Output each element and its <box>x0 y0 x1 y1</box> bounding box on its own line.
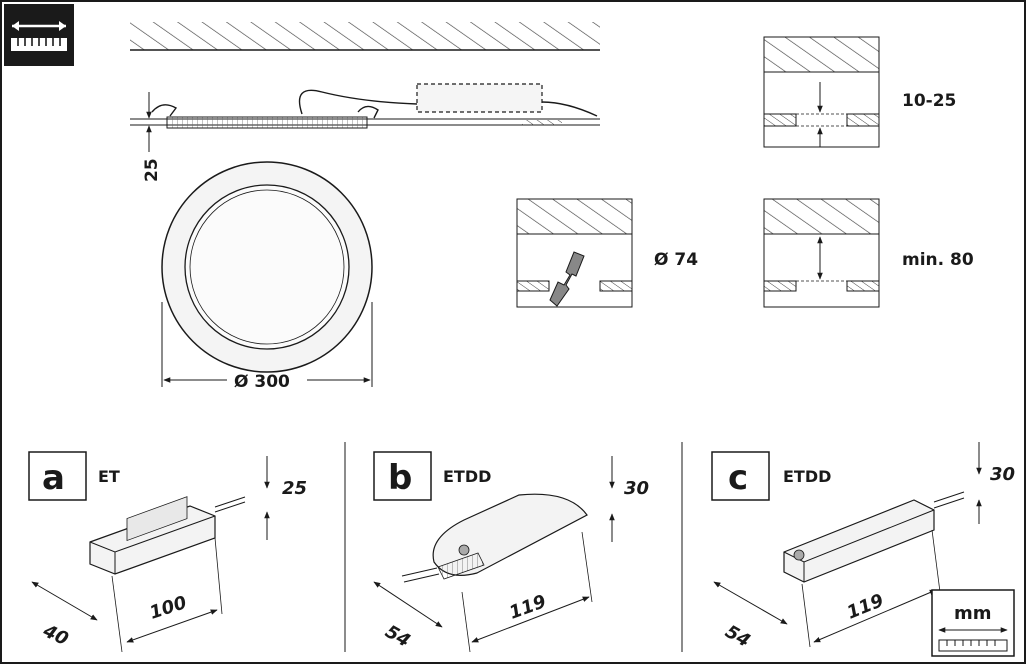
driver-b-letter: b <box>388 458 412 498</box>
thickness-range-label: 10-25 <box>902 91 956 111</box>
driver-b-length: 119 <box>507 591 549 624</box>
driver-c-letter: c <box>728 458 748 498</box>
driver-b-height: 30 <box>624 478 649 499</box>
driver-a-width: 40 <box>39 620 71 650</box>
cutout-74-label: Ø 74 <box>654 250 698 270</box>
diameter-300-label: Ø 300 <box>234 372 290 392</box>
driver-a-length: 100 <box>147 592 189 624</box>
panel-side-section <box>130 83 600 152</box>
driver-c-length: 119 <box>844 590 887 624</box>
driver-c-type: ETDD <box>783 467 831 486</box>
driver-a-letter: a <box>42 458 65 498</box>
driver-b-type: ETDD <box>443 467 491 486</box>
unit-mm-icon <box>931 589 1015 657</box>
saw-icon <box>549 251 585 307</box>
unit-label: mm <box>954 603 992 624</box>
min-depth-label: min. 80 <box>902 250 974 270</box>
driver-a: a ET <box>28 451 270 653</box>
round-panel-front <box>161 161 373 387</box>
driver-c: c ETDD <box>711 442 982 648</box>
driver-b: b ETDD <box>373 451 615 653</box>
ceiling-thickness-box <box>763 36 880 148</box>
driver-c-width: 54 <box>722 621 754 652</box>
driver-a-height: 25 <box>282 478 307 499</box>
driver-c-height: 30 <box>990 464 1015 485</box>
height-25-label: 25 <box>142 158 162 182</box>
driver-b-width: 54 <box>382 621 414 652</box>
measure-icon <box>4 4 74 66</box>
ceiling-depth-box <box>763 198 880 308</box>
cutout-box <box>516 198 633 308</box>
ceiling-hatch <box>130 22 600 51</box>
driver-a-type: ET <box>98 467 120 486</box>
